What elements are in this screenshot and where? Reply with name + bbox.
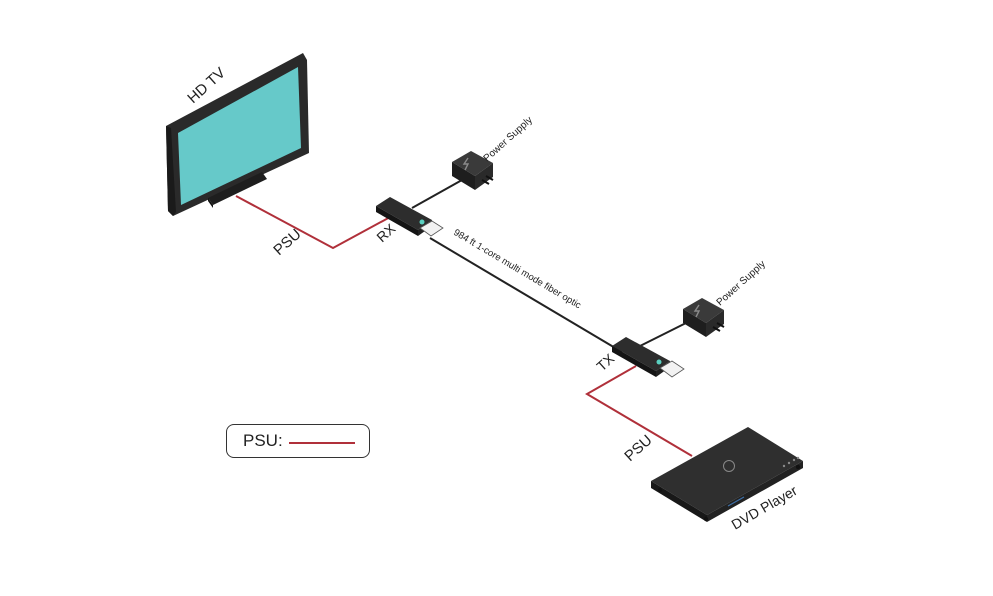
psu-cable-tv [235,195,393,250]
tv-stand [208,172,267,205]
dvd-player [651,427,803,522]
rx-receiver [376,197,444,237]
legend-label: PSU: [243,431,283,450]
legend: PSU: [226,424,370,458]
rx-usb-connector [419,220,444,237]
fiber-cable-label: 984 ft 1-core multi mode fiber optic [451,227,583,311]
tv-screen [178,67,301,205]
power-supply-tx [683,298,725,337]
psu-cable-dvd [585,365,693,457]
power-supply-rx-label: Power Supply [482,115,535,164]
power-supply-rx [452,151,494,190]
fiber-cable [429,237,623,353]
tx-led [656,359,662,365]
hd-tv [166,53,309,216]
dvd-front-panel-indicators [782,456,800,468]
tx-label: TX [593,350,617,374]
power-supply-tx-label: Power Supply [715,259,768,308]
tx-transmitter [612,337,685,378]
power-cable-rx [411,179,463,209]
dvd-power-button [723,460,735,472]
psu-cable-dvd-label: PSU [621,432,655,465]
power-cable-tx [639,321,689,347]
rx-led [419,219,425,225]
tx-usb-connector [659,360,685,378]
legend-psu-line [288,442,355,444]
